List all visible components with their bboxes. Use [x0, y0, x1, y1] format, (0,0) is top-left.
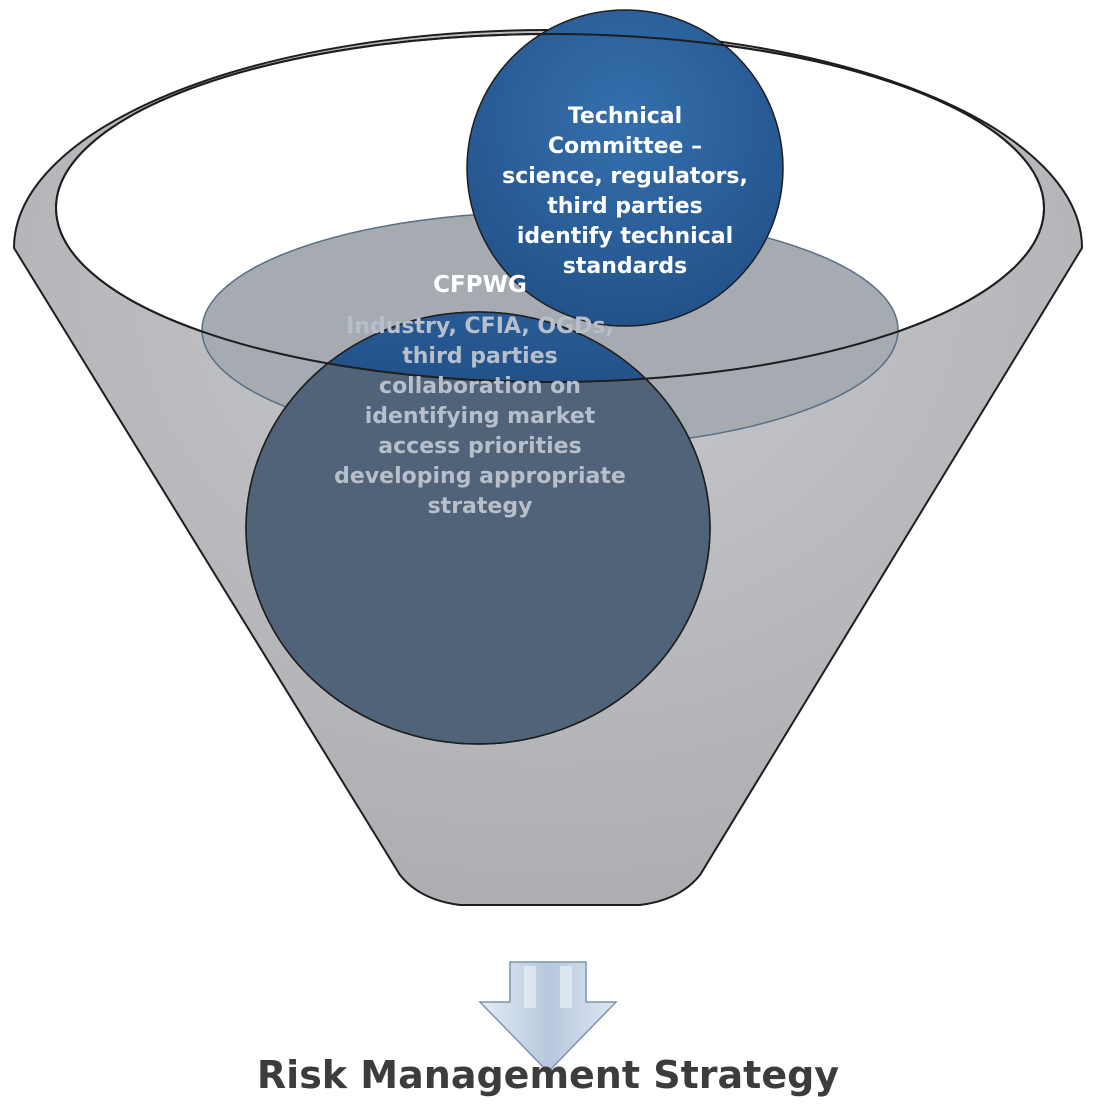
cfpwg-line: developing appropriate — [334, 464, 626, 489]
outcome-label: Risk Management Strategy — [256, 1053, 840, 1097]
technical-committee-line: third parties — [547, 194, 703, 219]
technical-committee-line: standards — [562, 254, 688, 279]
technical-committee-line: Committee – — [547, 134, 703, 159]
technical-committee-line: identify technical — [516, 224, 734, 249]
cfpwg-label: Industry, CFIA, OGDs, third parties coll… — [300, 312, 660, 522]
technical-committee-line: Technical — [567, 104, 683, 129]
down-arrow-icon — [478, 961, 618, 1074]
technical-committee-label: Technical Committee – science, regulator… — [460, 102, 790, 282]
cfpwg-line: collaboration on — [379, 374, 581, 399]
cfpwg-line: third parties — [402, 344, 558, 369]
cfpwg-line: strategy — [427, 494, 533, 519]
cfpwg-line: access priorities — [378, 434, 582, 459]
cfpwg-line: Industry, CFIA, OGDs, — [346, 314, 614, 339]
technical-committee-line: science, regulators, — [502, 164, 748, 189]
technical-committee-circle — [466, 9, 784, 327]
cfpwg-line: identifying market — [364, 404, 596, 429]
cfpwg-title: CFPWG — [433, 272, 527, 298]
